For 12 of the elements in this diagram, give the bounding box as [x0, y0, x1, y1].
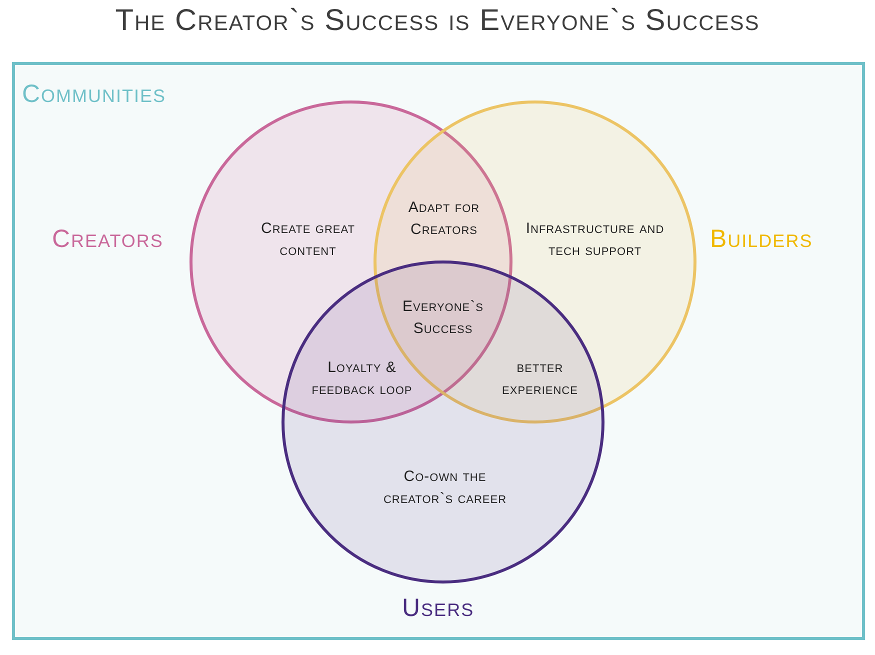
region-label: Create great content	[260, 219, 356, 261]
region-label: Loyalty & feedback loop	[310, 358, 414, 400]
title: The Creator`s Success is Everyone`s Success	[114, 4, 761, 38]
circle-label: Builders	[710, 225, 813, 254]
frame-heading: Communities	[22, 80, 166, 109]
region-label: Everyone`s Success	[402, 297, 484, 339]
region-label: Infrastructure and tech support	[524, 219, 666, 261]
circle-label: Creators	[52, 225, 164, 254]
region-label: Adapt for Creators	[407, 198, 481, 240]
region-label: better experience	[501, 358, 579, 400]
circle-label: Users	[402, 594, 474, 623]
region-label: Co-own the creator`s career	[382, 467, 508, 509]
